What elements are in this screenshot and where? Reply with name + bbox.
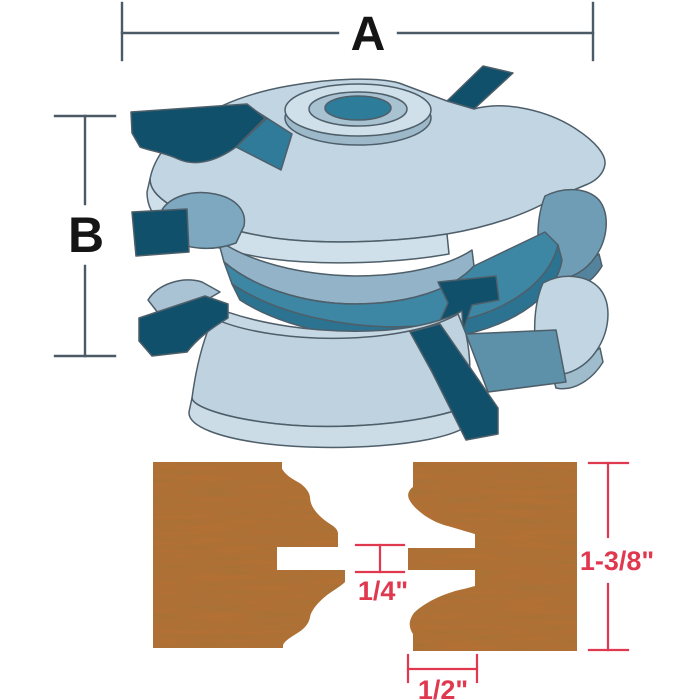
wood-profiles: [153, 462, 577, 651]
profile-dimensions: 1/4" 1-3/8" 1/2": [354, 461, 654, 700]
dimension-tongue-length: 1/2": [406, 653, 479, 700]
dimension-b: B: [53, 114, 117, 358]
carbide-tip-back-right: [446, 65, 514, 110]
quarter-label: 1/4": [358, 576, 408, 606]
tongue-length-label: 1/2": [418, 675, 468, 700]
arbor-hub: [284, 83, 432, 146]
arbor-bore-icon: [324, 95, 392, 121]
carbide-tip-cone-diagonal: [409, 323, 499, 441]
carbide-tip-lower-left: [138, 295, 229, 357]
carbide-tip-mid-left: [131, 208, 190, 257]
carbide-tip-top-left: [130, 103, 266, 164]
rail-profile-tongue: [408, 462, 577, 651]
stile-profile-groove: [153, 462, 345, 648]
lower-cutter-teal-face: [465, 329, 567, 393]
dim-b-label: B: [68, 207, 104, 263]
dim-a-label: A: [351, 8, 386, 61]
dimension-quarter: 1/4": [354, 543, 408, 606]
dimension-a: A: [120, 1, 595, 62]
cutter-illustration: [130, 65, 609, 449]
dimension-stock-thickness: 1-3/8": [580, 461, 654, 652]
stock-thickness-label: 1-3/8": [580, 546, 654, 576]
